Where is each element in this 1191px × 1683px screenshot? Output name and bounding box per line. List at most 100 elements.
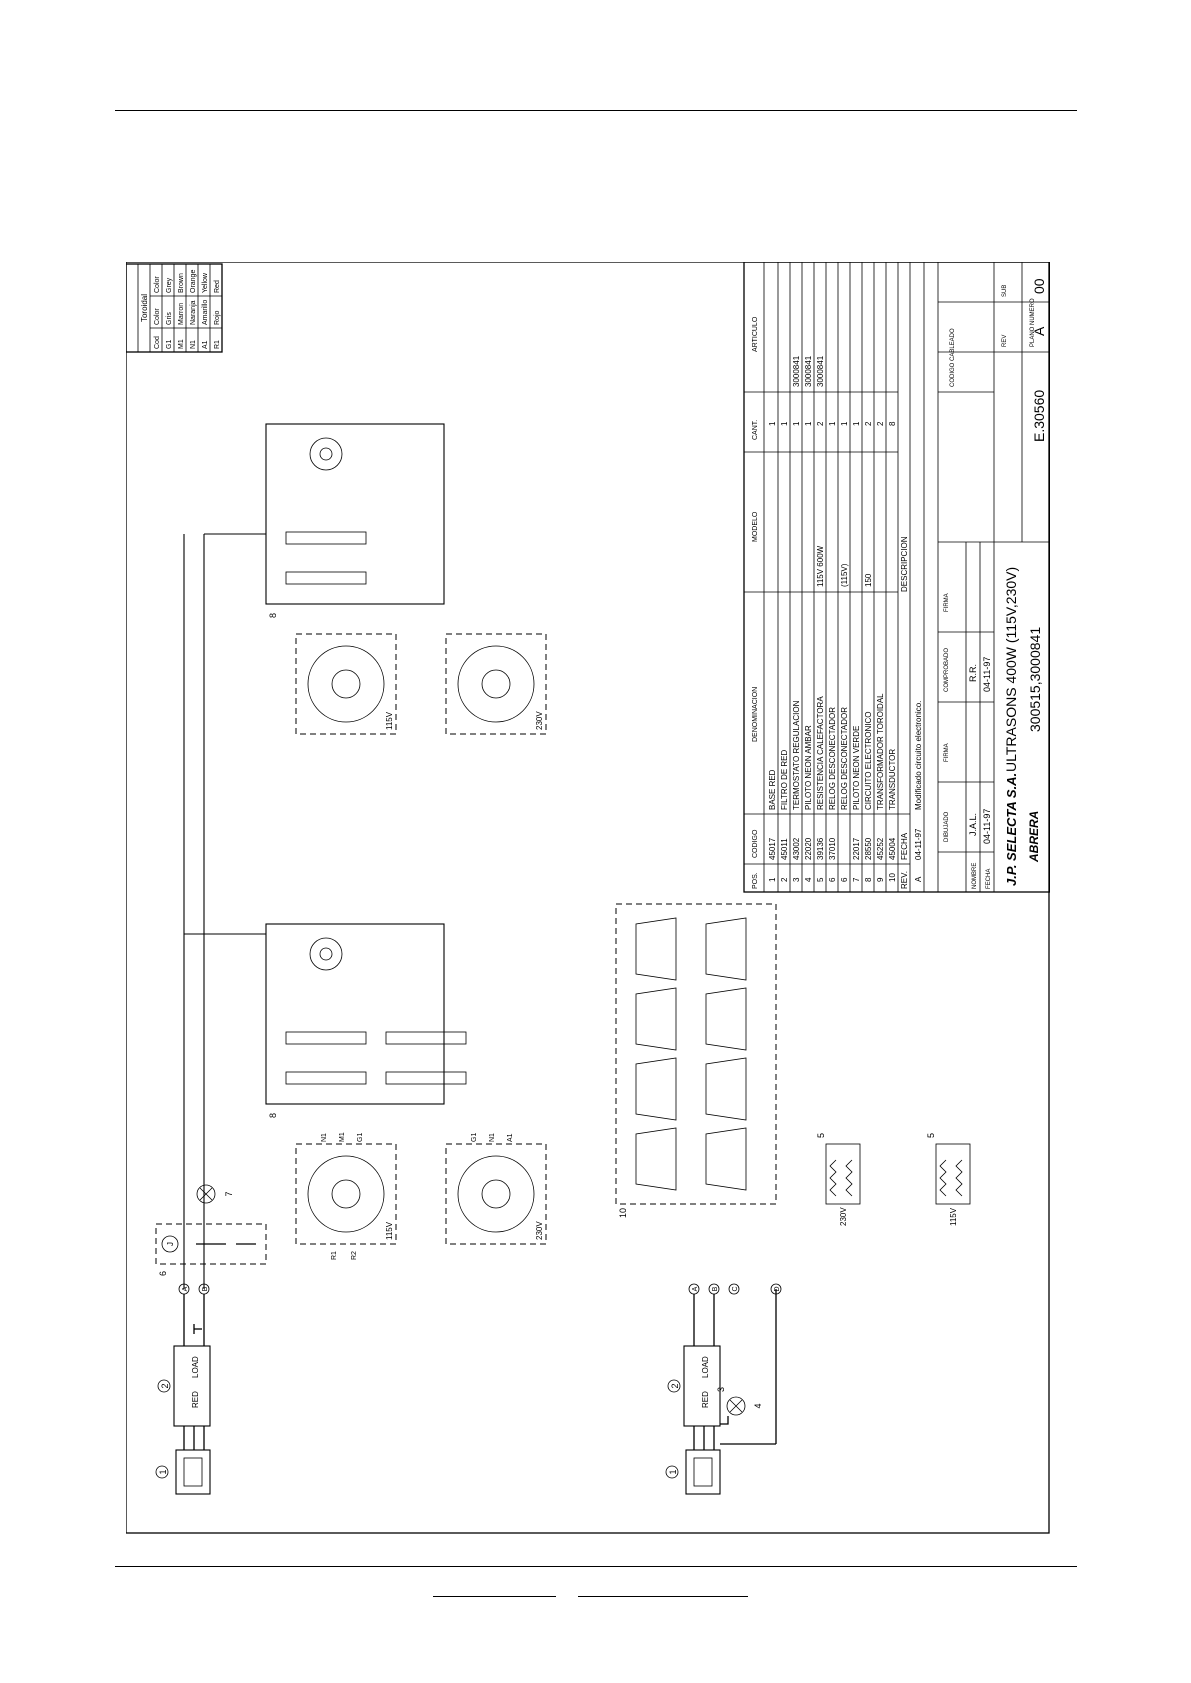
cell: BASE RED	[768, 769, 777, 810]
ct-cell: Yellow	[202, 272, 209, 293]
transducer	[635, 987, 677, 1051]
bom-head: MODELO	[752, 511, 759, 542]
article-numbers: 300515,3000841	[1027, 627, 1043, 732]
pcb-board-right: 8	[265, 423, 445, 618]
pos-4-label: 4	[753, 1403, 763, 1408]
footer-rule-left	[433, 1596, 556, 1597]
tap-R2: R2	[351, 1251, 358, 1260]
cell: PILOTO NEON VERDE	[852, 726, 861, 810]
term-B-b: B	[712, 1286, 719, 1291]
cell: RELOG DESCONECTADOR	[840, 707, 849, 810]
pos-2-label: 2	[160, 1383, 170, 1388]
cell: 1	[768, 421, 777, 426]
cell: 3000841	[804, 355, 813, 387]
table-row: 7 22017 PILOTO NEON VERDE 1	[852, 421, 861, 882]
table-row: 5 39136 RESISTENCIA CALEFACTORA 115V 600…	[816, 355, 825, 882]
table-row: 3 43002 TERMOSTATO REGULACION 1 3000841	[792, 355, 801, 882]
pos-10-label: 10	[618, 1208, 628, 1218]
label-firma: FIRMA	[944, 743, 950, 762]
heater-115v: 115V 5	[926, 1133, 971, 1226]
cell: 2	[876, 421, 885, 426]
table-row: 6 RELOG DESCONECTADOR (115V) 1	[840, 421, 849, 882]
thermostat-switch	[720, 1416, 729, 1425]
label-plano-numero: PLANO NUMERO	[1030, 298, 1036, 347]
company-location: ABRERA	[1027, 811, 1041, 863]
pos-1-label: 1	[158, 1469, 168, 1474]
transducer-array: 10	[615, 903, 777, 1218]
tap-R1: R1	[331, 1251, 338, 1260]
cell: TERMOSTATO REGULACION	[792, 700, 801, 810]
filter-red-out-label: LOAD	[191, 1356, 200, 1378]
page-bottom-rule	[115, 1566, 1077, 1567]
pilot-amber-lamp	[726, 1396, 746, 1416]
toroid-115v-left-label: 115V	[385, 1221, 394, 1240]
comprobado-nombre: R.R.	[968, 664, 978, 682]
product-title: ULTRASONS 400W (115V,230V)	[1003, 567, 1019, 772]
pos-3-label: 3	[716, 1387, 726, 1392]
ct-cell: N1	[190, 340, 197, 349]
schematic: 1 RED LOAD 2 A B 1	[155, 423, 971, 1495]
ct-cell: Color	[154, 308, 161, 325]
cell: 22017	[852, 837, 861, 860]
cell: (115V)	[840, 563, 849, 587]
cell: 45252	[876, 837, 885, 860]
transducer	[705, 1127, 747, 1191]
cell: 2	[864, 421, 873, 426]
ct-cell: M1	[178, 339, 185, 349]
base-red-socket	[175, 1449, 211, 1495]
label-fecha: FECHA	[986, 869, 992, 889]
title-block-values: J.A.L. 04-11-97 R.R. 04-11-97	[968, 657, 992, 844]
rev-head: FECHA	[900, 832, 909, 860]
tap-G1-b: G1	[471, 1133, 478, 1142]
sheet-border	[126, 262, 1050, 1534]
toroid-230v-right-label: 230V	[535, 711, 544, 730]
toroid-230v-left: 230V G1 N1 A1	[445, 1133, 547, 1245]
toroid-230v-left-label: 230V	[535, 1221, 544, 1240]
cell: 6	[828, 877, 837, 882]
cell: 45011	[780, 838, 789, 860]
bom-head: ARTICULO	[752, 316, 759, 352]
pcb-board-left: 8	[265, 923, 467, 1118]
wiring-diagram-sheet: 1 RED LOAD 2 A B 1	[126, 262, 1050, 1534]
label-dibujado: DIBUJADO	[944, 811, 950, 842]
pos-5-label: 5	[816, 1133, 826, 1138]
footer-rule-right	[578, 1596, 748, 1597]
cell: 3000841	[792, 355, 801, 387]
cell: 8	[888, 421, 897, 426]
rev-cell: 04-11-97	[914, 828, 923, 860]
term-A-b: A	[692, 1286, 699, 1291]
cell: 1	[768, 877, 777, 882]
ct-cell: Rojo	[214, 310, 221, 325]
title-block-labels: DIBUJADO FIRMA COMPROBADO FIRMA NOMBRE F…	[944, 285, 1036, 889]
transducer	[705, 1057, 747, 1121]
cell: 37010	[828, 837, 837, 860]
label-sub: SUB	[1002, 285, 1008, 297]
sub-value: 00	[1031, 278, 1047, 294]
toroid-115v-left: 115V N1 M1 G1 R1 R2	[295, 1132, 397, 1260]
term-C: C	[732, 1286, 739, 1291]
cell: RELOG DESCONECTADOR	[828, 707, 837, 810]
cell: 3000841	[816, 355, 825, 387]
term-B: B	[202, 1286, 209, 1291]
label-comprobado: COMPROBADO	[944, 648, 950, 692]
pos-7-label: 7	[224, 1191, 234, 1196]
ct-cell: R1	[214, 340, 221, 349]
transducer	[705, 917, 747, 981]
pos-2b-label: 2	[670, 1383, 680, 1388]
color-table-title: Toroidal	[140, 294, 149, 322]
tap-N1: N1	[321, 1133, 328, 1142]
pos-8b-label: 8	[268, 613, 278, 618]
cell: 1	[780, 421, 789, 426]
cell: 2	[780, 877, 789, 882]
toroid-230v-right: 230V	[445, 633, 547, 735]
ct-cell: Amarillo	[202, 300, 209, 325]
timer-switch: J 6	[155, 1223, 267, 1276]
timer-J: J	[166, 1242, 175, 1246]
tap-N1-b: N1	[489, 1133, 496, 1142]
page-top-rule	[115, 110, 1077, 111]
cell: PILOTO NEON AMBAR	[804, 725, 813, 810]
pilot-green: 7	[196, 1184, 234, 1204]
cell: 1	[852, 421, 861, 426]
cell: 1	[840, 421, 849, 426]
toroid-115v-right: 115V	[295, 633, 397, 735]
